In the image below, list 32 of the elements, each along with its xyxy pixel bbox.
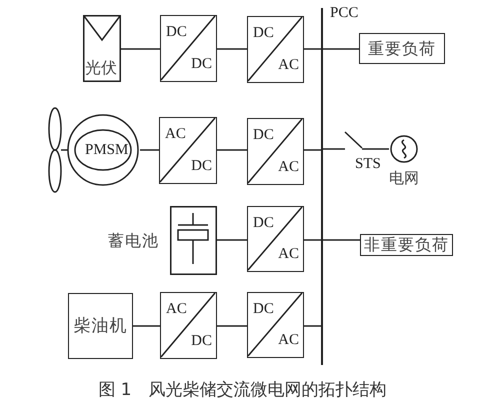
grid-label: 电网 xyxy=(389,171,419,186)
connection-line xyxy=(133,325,160,327)
connection-line xyxy=(304,239,321,241)
converter-box: AC DC xyxy=(159,117,217,184)
connection-line xyxy=(323,48,359,50)
bus-label: PCC xyxy=(330,6,358,21)
converter-box: DC AC xyxy=(247,292,304,358)
connection-line xyxy=(217,325,247,327)
connection-line xyxy=(304,48,321,50)
figure-caption: 图 1 风光柴储交流微电网的拓扑结构 xyxy=(97,382,388,399)
connection-line xyxy=(323,239,360,241)
converter-box: DC AC xyxy=(247,16,304,83)
connection-line xyxy=(323,148,345,150)
converter-box: DC AC xyxy=(247,206,304,272)
load-box: 重要负荷 xyxy=(359,33,445,64)
connection-line xyxy=(375,148,389,150)
load-box: 非重要负荷 xyxy=(360,234,453,256)
battery-label: 蓄电池 xyxy=(108,233,159,249)
connection-line xyxy=(217,149,247,151)
switch-label: STS xyxy=(355,157,381,172)
box-label: 光伏 xyxy=(85,60,117,76)
connection-line xyxy=(304,149,321,151)
connection-line xyxy=(217,48,247,50)
converter-box: AC DC xyxy=(160,292,217,359)
connection-line xyxy=(140,149,159,151)
converter-box: DC AC xyxy=(247,118,304,185)
connection-line xyxy=(121,48,160,50)
generator-box: 柴油机 xyxy=(68,293,133,359)
connection-line xyxy=(217,239,247,241)
connection-line xyxy=(304,325,321,327)
generator-label: PMSM xyxy=(85,143,128,158)
converter-box: DC DC xyxy=(160,15,217,82)
